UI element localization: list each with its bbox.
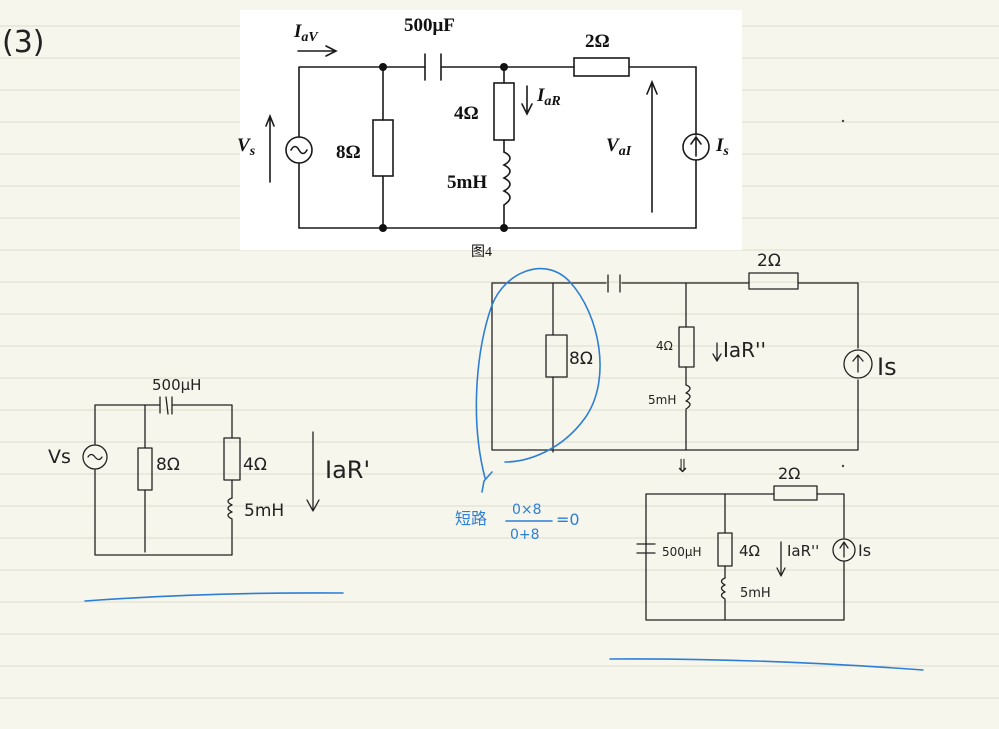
- sketch-rt-source-label: Is: [877, 353, 897, 381]
- problem-number: (3): [2, 25, 45, 60]
- blue-note-result: =0: [556, 510, 580, 529]
- sketch-rb-inductor: [720, 577, 726, 600]
- sketch-rb-source-label: Is: [858, 541, 871, 560]
- sketch-left-source-label: Vs: [48, 446, 71, 468]
- svg-text:VaI: VaI: [606, 135, 632, 159]
- blue-note-denominator: 0+8: [510, 527, 540, 543]
- sketch-rt-4-label: 4Ω: [656, 339, 673, 353]
- transform-arrow: ⇓: [675, 456, 690, 477]
- sketch-right-top-circuit: 2Ω 8Ω 4Ω IaR'' 5mH Is: [475, 251, 897, 493]
- sketch-rb-resistor-2: [773, 485, 818, 501]
- sketch-rt-5mH-label: 5mH: [648, 393, 676, 407]
- label-capacitor: 500μF: [404, 15, 455, 36]
- figure-caption: 图4: [471, 245, 492, 260]
- svg-text:Is: Is: [715, 135, 729, 159]
- sketch-left-current-label: IaR': [325, 456, 370, 484]
- sketch-left-circuit: 500μH Vs 8Ω 4Ω 5mH IaR': [48, 376, 370, 602]
- sketch-rt-source-icon: [843, 349, 873, 379]
- sketch-right-bottom-circuit: 2Ω 500μH 4Ω IaR'' 5mH Is: [609, 464, 924, 671]
- resistor-8ohm: [372, 119, 394, 177]
- printed-circuit-figure: IaV 500μF 2Ω 4Ω 8Ω 5mH IaR Vs VaI Is 图4: [237, 10, 742, 260]
- inductor-coil: [502, 151, 511, 206]
- sketch-rb-resistor-4: [717, 532, 733, 567]
- sketch-left-5mH-label: 5mH: [244, 501, 284, 521]
- svg-text:Vs: Vs: [237, 135, 256, 159]
- sketch-left-8-label: 8Ω: [156, 455, 180, 475]
- sketch-rb-source-icon: [832, 538, 856, 562]
- blue-note-prefix: 短路: [455, 509, 487, 528]
- ruled-lines: [0, 25, 999, 699]
- sketch-rt-8-label: 8Ω: [569, 349, 593, 369]
- sketch-left-source-icon: [82, 444, 108, 470]
- sketch-rb-2-label: 2Ω: [778, 464, 800, 483]
- sketch-left-resistor-4: [223, 437, 241, 481]
- svg-text:IaR: IaR: [536, 85, 561, 109]
- label-8ohm: 8Ω: [336, 142, 361, 163]
- sketch-rt-resistor-4: [678, 326, 695, 368]
- sketch-rt-current-label: IaR'': [723, 338, 766, 362]
- sketch-left-inductor: [227, 497, 233, 520]
- resistor-4ohm: [493, 82, 515, 141]
- voltage-source-icon: [285, 136, 313, 164]
- resistor-2ohm: [573, 57, 630, 77]
- label-2ohm: 2Ω: [585, 31, 610, 52]
- label-5mH: 5mH: [447, 172, 487, 193]
- blue-short-note: 短路 0×8 0+8 =0: [455, 502, 580, 543]
- sketch-left-4-label: 4Ω: [243, 455, 267, 475]
- blue-note-numerator: 0×8: [512, 502, 542, 518]
- svg-text:IaV: IaV: [293, 21, 319, 45]
- sketch-rt-resistor-8: [545, 334, 568, 378]
- current-source-icon: [682, 133, 710, 161]
- sketch-rt-inductor: [685, 384, 691, 410]
- sketch-rb-5mH-label: 5mH: [740, 586, 771, 601]
- sketch-rt-2-label: 2Ω: [757, 251, 781, 271]
- sketch-left-underline: [84, 592, 344, 602]
- sketch-left-capacitor-label: 500μH: [152, 376, 201, 394]
- sketch-rb-capacitor-label: 500μH: [662, 545, 702, 559]
- sketch-rb-4-label: 4Ω: [739, 542, 760, 560]
- sketch-rt-resistor-2: [748, 272, 799, 290]
- blue-short-circuit-loop: [475, 267, 601, 479]
- sketch-left-resistor-8: [137, 447, 153, 491]
- sketch-rb-current-label: IaR'': [787, 542, 819, 560]
- capacitor: [424, 53, 442, 81]
- label-4ohm: 4Ω: [454, 103, 479, 124]
- sketch-rb-underline: [609, 658, 924, 671]
